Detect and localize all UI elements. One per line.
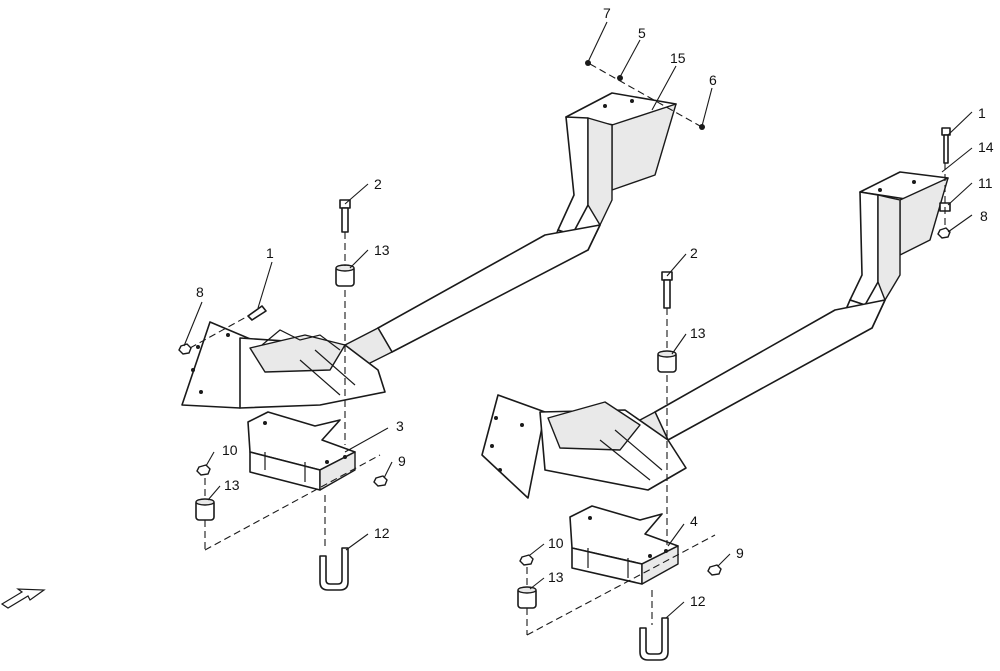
callout-13-right-lower: 13 [548,569,564,585]
right-fasteners [517,60,951,661]
right-clamp-plate [569,505,679,585]
callout-10-left: 10 [222,442,238,458]
callout-13-right-upper: 13 [690,325,706,341]
callout-13-left-upper: 13 [374,242,390,258]
callout-3: 3 [396,418,404,434]
left-fasteners [178,199,388,591]
callout-9-right: 9 [736,545,744,561]
callout-12-left: 12 [374,525,390,541]
callout-1-right: 1 [978,105,986,121]
callout-14: 14 [978,139,994,155]
callout-10-right: 10 [548,535,564,551]
callout-2-left: 2 [374,176,382,192]
callout-8-left: 8 [196,284,204,300]
callout-11: 11 [978,175,993,191]
right-beam-main-tube [654,299,886,441]
callouts: 7 5 15 6 1 14 11 8 2 13 1 8 3 [183,5,994,619]
callout-2-right: 2 [690,245,698,261]
left-beam-vertical-post [557,116,589,236]
left-beam-assembly [181,92,677,409]
callout-9-left: 9 [398,453,406,469]
callout-6: 6 [709,72,717,88]
right-beam-assembly [481,171,949,499]
callout-15: 15 [670,50,686,66]
callout-8-right: 8 [980,208,988,224]
left-clamp-plate [247,411,356,491]
callout-1-left: 1 [266,245,274,261]
callout-5: 5 [638,25,646,41]
left-beam-main-tube [377,224,601,353]
callout-7: 7 [603,5,611,21]
callout-12-right: 12 [690,593,706,609]
callout-13-left-lower: 13 [224,477,240,493]
callout-4: 4 [690,513,698,529]
forward-arrow-icon [0,588,46,609]
right-beam-vertical-post [849,191,879,306]
